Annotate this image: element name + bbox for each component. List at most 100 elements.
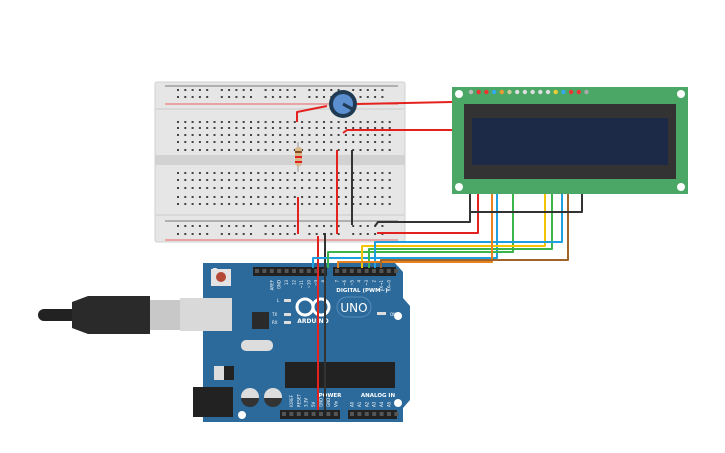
breadboard-hole[interactable] xyxy=(359,96,362,98)
header-pin[interactable] xyxy=(357,412,362,416)
lcd-pin[interactable] xyxy=(561,89,566,95)
breadboard-hole[interactable] xyxy=(381,89,384,91)
breadboard-hole[interactable] xyxy=(366,225,369,227)
breadboard-hole[interactable] xyxy=(352,172,355,174)
breadboard-hole[interactable] xyxy=(344,203,347,205)
breadboard-hole[interactable] xyxy=(198,149,201,151)
lcd-pin[interactable] xyxy=(553,89,558,95)
breadboard-hole[interactable] xyxy=(191,121,194,123)
breadboard-hole[interactable] xyxy=(220,149,223,151)
breadboard-hole[interactable] xyxy=(271,187,274,189)
breadboard-hole[interactable] xyxy=(330,121,333,123)
breadboard-hole[interactable] xyxy=(337,179,340,181)
breadboard-hole[interactable] xyxy=(264,172,267,174)
breadboard-hole[interactable] xyxy=(184,141,187,143)
breadboard-hole[interactable] xyxy=(279,121,282,123)
breadboard-hole[interactable] xyxy=(366,172,369,174)
breadboard[interactable] xyxy=(154,81,406,243)
breadboard-hole[interactable] xyxy=(191,89,194,91)
breadboard-hole[interactable] xyxy=(381,149,384,151)
breadboard-hole[interactable] xyxy=(286,134,289,136)
breadboard-hole[interactable] xyxy=(250,127,252,129)
breadboard-hole[interactable] xyxy=(191,127,194,129)
header-pin[interactable] xyxy=(282,412,286,416)
breadboard-hole[interactable] xyxy=(323,89,325,91)
header-pin[interactable] xyxy=(386,269,391,273)
breadboard-hole[interactable] xyxy=(359,187,362,189)
black-wire[interactable] xyxy=(374,194,471,227)
breadboard-hole[interactable] xyxy=(228,96,231,98)
breadboard-hole[interactable] xyxy=(308,196,311,198)
breadboard-hole[interactable] xyxy=(177,179,179,181)
breadboard-hole[interactable] xyxy=(228,172,231,174)
breadboard-hole[interactable] xyxy=(271,134,274,136)
breadboard-hole[interactable] xyxy=(293,121,296,123)
breadboard-hole[interactable] xyxy=(213,179,216,181)
breadboard-hole[interactable] xyxy=(206,141,209,143)
breadboard-hole[interactable] xyxy=(286,172,289,174)
breadboard-hole[interactable] xyxy=(352,196,355,198)
breadboard-hole[interactable] xyxy=(388,179,391,181)
breadboard-hole[interactable] xyxy=(330,89,333,91)
breadboard-hole[interactable] xyxy=(366,134,369,136)
lcd-pin[interactable] xyxy=(515,89,520,95)
breadboard-hole[interactable] xyxy=(381,134,384,136)
breadboard-hole[interactable] xyxy=(359,225,362,227)
breadboard-hole[interactable] xyxy=(301,187,304,189)
breadboard-hole[interactable] xyxy=(388,203,391,205)
breadboard-hole[interactable] xyxy=(213,149,216,151)
breadboard-hole[interactable] xyxy=(315,141,318,143)
breadboard-hole[interactable] xyxy=(330,225,333,227)
breadboard-hole[interactable] xyxy=(293,179,296,181)
breadboard-hole[interactable] xyxy=(293,96,296,98)
header-pin[interactable] xyxy=(394,412,399,416)
lcd-pin[interactable] xyxy=(491,89,497,95)
breadboard-hole[interactable] xyxy=(359,233,362,235)
breadboard-hole[interactable] xyxy=(323,203,325,205)
breadboard-hole[interactable] xyxy=(374,187,377,189)
breadboard-hole[interactable] xyxy=(177,127,179,129)
breadboard-hole[interactable] xyxy=(315,203,318,205)
breadboard-hole[interactable] xyxy=(235,179,238,181)
breadboard-hole[interactable] xyxy=(323,141,325,143)
breadboard-hole[interactable] xyxy=(315,172,318,174)
breadboard-hole[interactable] xyxy=(198,134,201,136)
header-pin[interactable] xyxy=(350,412,354,416)
breadboard-hole[interactable] xyxy=(286,233,289,235)
breadboard-hole[interactable] xyxy=(264,141,267,143)
breadboard-hole[interactable] xyxy=(228,203,231,205)
red-wire[interactable] xyxy=(296,105,328,122)
breadboard-hole[interactable] xyxy=(293,89,296,91)
breadboard-hole[interactable] xyxy=(279,187,282,189)
breadboard-hole[interactable] xyxy=(286,225,289,227)
header-pin[interactable] xyxy=(314,269,319,273)
breadboard-hole[interactable] xyxy=(250,96,252,98)
breadboard-hole[interactable] xyxy=(330,149,333,151)
lcd-pin[interactable] xyxy=(522,89,528,95)
header-pin[interactable] xyxy=(326,412,331,416)
breadboard-hole[interactable] xyxy=(388,134,391,136)
blue-wire[interactable] xyxy=(312,194,498,268)
header-pin[interactable] xyxy=(357,269,362,273)
breadboard-hole[interactable] xyxy=(198,96,201,98)
header-pin[interactable] xyxy=(372,412,377,416)
breadboard-hole[interactable] xyxy=(257,121,260,123)
breadboard-hole[interactable] xyxy=(374,179,377,181)
breadboard-hole[interactable] xyxy=(242,89,245,91)
arduino-uno[interactable]: UNO ARDUINO DIGITAL (PWM~) POWER ANALOG … xyxy=(180,263,410,422)
breadboard-hole[interactable] xyxy=(220,225,223,227)
breadboard-hole[interactable] xyxy=(257,203,260,205)
breadboard-hole[interactable] xyxy=(235,187,238,189)
breadboard-hole[interactable] xyxy=(337,187,340,189)
header-pin[interactable] xyxy=(387,412,391,416)
breadboard-hole[interactable] xyxy=(330,179,333,181)
breadboard-hole[interactable] xyxy=(257,141,260,143)
breadboard-hole[interactable] xyxy=(279,225,282,227)
header-pin[interactable] xyxy=(255,269,259,273)
breadboard-hole[interactable] xyxy=(293,134,296,136)
lcd-pin[interactable] xyxy=(476,89,481,95)
breadboard-hole[interactable] xyxy=(301,179,304,181)
breadboard-hole[interactable] xyxy=(352,127,355,129)
breadboard-hole[interactable] xyxy=(330,187,333,189)
breadboard-hole[interactable] xyxy=(220,203,223,205)
